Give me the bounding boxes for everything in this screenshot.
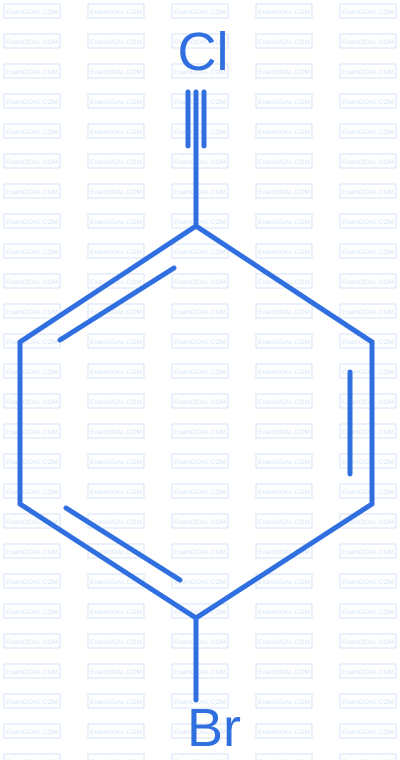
ring-bond-top-left xyxy=(17,223,199,345)
ring-bond-top-right xyxy=(193,223,375,345)
ring-double-bond-inner-bottom-left xyxy=(63,505,183,583)
bond-group xyxy=(17,89,375,703)
ring-double-bond-inner-top-left xyxy=(57,265,177,343)
ring-bond-bottom-right xyxy=(193,501,375,621)
chlorine-atom-label: Cl xyxy=(178,22,229,82)
bromine-atom-label: Br xyxy=(187,698,241,758)
ring-bond-bottom-left xyxy=(17,501,199,621)
